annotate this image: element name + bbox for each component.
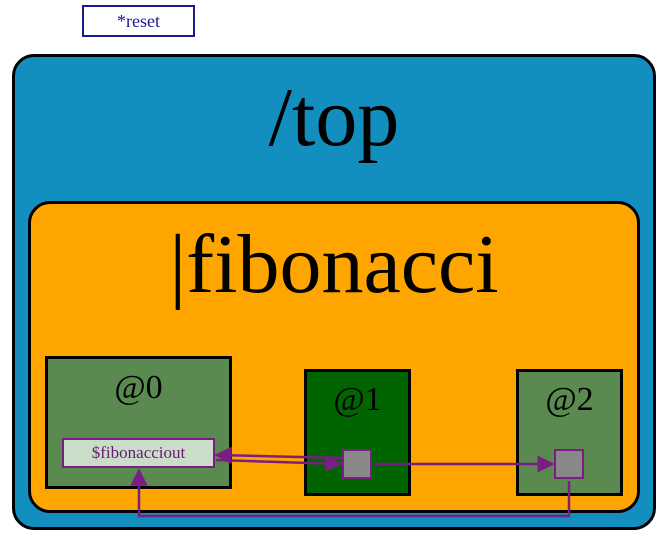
stage-2-label: @2 bbox=[545, 381, 594, 418]
top-scope-title: /top bbox=[268, 71, 400, 164]
fibonacci-scope-title: |fibonacci bbox=[169, 218, 499, 311]
stage-1-port[interactable] bbox=[342, 449, 372, 479]
signal-fibonacciout[interactable]: $fibonacciout bbox=[62, 438, 215, 468]
wire-port1-to-signal bbox=[214, 446, 343, 465]
wire-port2-loopback bbox=[130, 468, 571, 518]
stage-0-label: @0 bbox=[114, 369, 163, 406]
stage-1-label: @1 bbox=[333, 381, 382, 418]
stage-2-port[interactable] bbox=[554, 449, 584, 479]
wire-signal-to-port1 bbox=[215, 454, 343, 473]
reset-button[interactable]: *reset bbox=[82, 5, 195, 37]
